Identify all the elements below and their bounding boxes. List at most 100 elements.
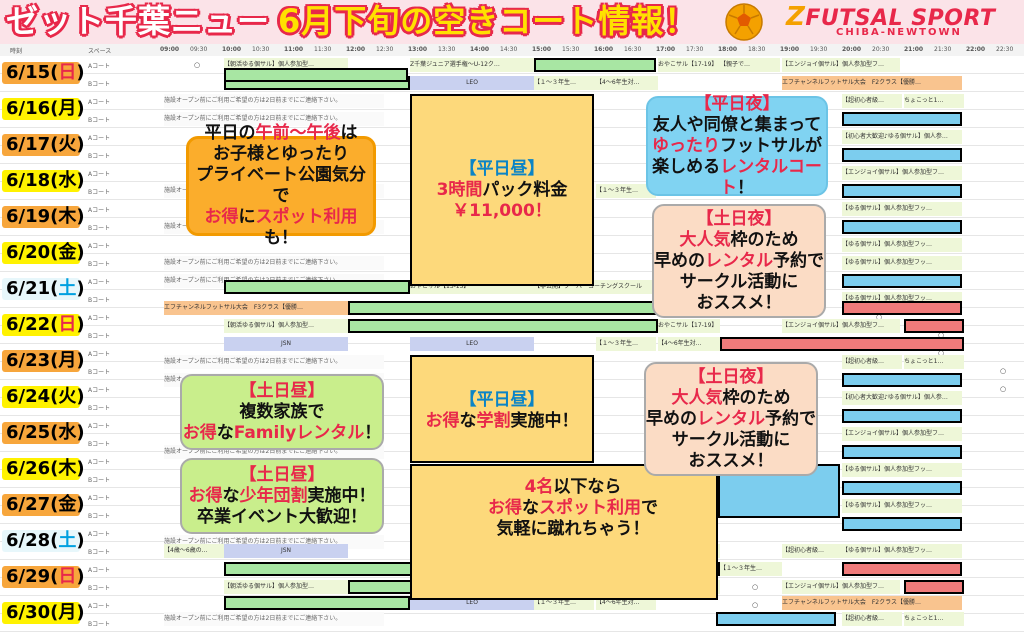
event-enjoy-0629[interactable]: 【エンジョイ個サル】個人参加型フ… — [782, 580, 900, 594]
open-slot-night-0627[interactable] — [842, 517, 962, 531]
event-f2-0629[interactable]: エフチャンネルフットサル大会 F2クラス【優勝… — [782, 596, 962, 610]
open-slot-0622c[interactable] — [904, 319, 964, 333]
open-slot-night-0626[interactable] — [842, 481, 962, 495]
time-0930: 09:30 — [190, 46, 208, 53]
time-1400: 14:00 — [470, 46, 490, 53]
event-super-0623[interactable]: 【超初心者級… — [842, 355, 902, 369]
event-oyako-0622[interactable]: おやこサル【17-19】 — [658, 319, 720, 333]
court-a-label: Aコート — [88, 99, 111, 106]
time-1830: 18:30 — [748, 46, 766, 53]
event-morning-0622[interactable]: 【朝活ゆる個サル】個人参加型… — [224, 319, 348, 333]
brand-name: FUTSAL SPORT — [805, 6, 996, 31]
event-chotto-0630[interactable]: ちょこっと1… — [904, 612, 964, 626]
promo-spot: 4名以下なら お得なスポット利用で 気軽に蹴れちゃう！ — [488, 476, 658, 539]
date-0620: 6/20(金) — [2, 242, 85, 264]
event-yuru-0619[interactable]: 【ゆる個サル】個人参加型フッ… — [842, 202, 962, 216]
open-slot-night-0624[interactable] — [842, 409, 962, 423]
open-slot-night-0625[interactable] — [842, 445, 962, 459]
event-junior-0615[interactable]: Z千葉ジュニア選手権～U-12ク… — [410, 58, 534, 72]
event-morning-0629[interactable]: 【朝活ゆる個サル】個人参加型… — [224, 580, 348, 594]
promo-weekday-noon: 【平日昼】 3時間パック料金 ￥11,000！ — [436, 158, 568, 221]
event-jsn-0622[interactable]: JSN — [224, 337, 348, 351]
open-slot-0629b[interactable] — [224, 596, 410, 610]
event-enjoy-0615[interactable]: 【エンジョイ個サル】個人参加型フ… — [782, 58, 900, 72]
event-grade46-0622[interactable]: 【4～6年生対… — [658, 337, 720, 351]
court-a-label: Aコート — [88, 423, 111, 430]
event-age46-0628[interactable]: 【4歳～6歳の… — [164, 544, 224, 558]
time-1500: 15:00 — [532, 46, 552, 53]
event-leo-0615[interactable]: LEO — [410, 76, 534, 90]
court-a-label: Aコート — [88, 63, 111, 70]
open-slot-night-0619[interactable] — [842, 220, 962, 234]
court-b-label: Bコート — [88, 369, 111, 376]
event-super-0616[interactable]: 【超初心者級… — [842, 94, 902, 108]
court-b-label: Bコート — [88, 441, 111, 448]
open-block-noon-3[interactable] — [410, 464, 718, 600]
time-1430: 14:30 — [500, 46, 518, 53]
court-b-label: Bコート — [88, 585, 111, 592]
event-beginner-0617[interactable]: 【初心者大歓迎♪ゆる個サル】個人参… — [842, 130, 962, 144]
notice-0616b: 施設オープン前にご利用ご希望の方は2日前までにご連絡下さい。 — [164, 112, 384, 126]
time-1930: 19:30 — [810, 46, 828, 53]
court-b-label: Bコート — [88, 297, 111, 304]
open-circle-mark: ○ — [752, 583, 759, 591]
event-grade13-0628[interactable]: 【１～３年生… — [720, 562, 782, 576]
event-yuru-0620b[interactable]: 【ゆる個サル】個人参加型フッ… — [842, 256, 962, 270]
date-0624: 6/24(火) — [2, 386, 85, 408]
open-slot-0615c[interactable] — [224, 68, 408, 82]
event-grade46-0615[interactable]: 【4～6年生対… — [596, 76, 658, 90]
court-a-label: Aコート — [88, 351, 111, 358]
court-b-label: Bコート — [88, 477, 111, 484]
event-yuru-0627[interactable]: 【ゆる個サル】個人参加型フッ… — [842, 499, 962, 513]
event-grade13-0615[interactable]: 【１～３年生… — [534, 76, 596, 90]
court-a-label: Aコート — [88, 387, 111, 394]
event-yuru-0628[interactable]: 【ゆる個サル】個人参加型フッ… — [842, 544, 962, 558]
event-yuru-0620[interactable]: 【ゆる個サル】個人参加型フッ… — [842, 238, 962, 252]
open-slot-0615a[interactable] — [534, 58, 656, 72]
open-slot-night-0621[interactable] — [842, 301, 962, 315]
date-0618: 6/18(水) — [2, 170, 85, 192]
event-enjoy-0622[interactable]: 【エンジョイ個サル】個人参加型フ… — [782, 319, 900, 333]
event-chotto-0623[interactable]: ちょこっと1… — [904, 355, 964, 369]
open-slot-night-0620[interactable] — [842, 274, 962, 288]
event-parent-0615[interactable]: 【親子で… — [720, 58, 780, 72]
event-f3-0621[interactable]: エフチャンネルフットサル大会 F3クラス【優勝… — [164, 301, 348, 315]
court-b-label: Bコート — [88, 513, 111, 520]
open-slot-night-0618[interactable] — [842, 184, 962, 198]
event-enjoy-0625[interactable]: 【エンジョイ個サル】個人参加型フ… — [842, 427, 962, 441]
row-divider — [0, 613, 1024, 614]
open-circle-mark: ○ — [938, 331, 945, 339]
court-a-label: Aコート — [88, 135, 111, 142]
event-grade13-0622[interactable]: 【１～３年生… — [596, 337, 656, 351]
time-1300: 13:00 — [408, 46, 428, 53]
event-super-0630[interactable]: 【超初心者級… — [842, 612, 902, 626]
open-slot-night-0630[interactable] — [716, 612, 836, 626]
court-b-label: Bコート — [88, 153, 111, 160]
event-super-0628[interactable]: 【超初心者級… — [782, 544, 842, 558]
open-slot-0622a[interactable] — [348, 319, 658, 333]
open-slot-night-0617[interactable] — [842, 148, 962, 162]
open-slot-0622b[interactable] — [720, 337, 964, 351]
date-0621: 6/21(土) — [2, 278, 85, 300]
open-slot-night-0616[interactable] — [842, 112, 962, 126]
event-f2-0615[interactable]: エフチャンネルフットサル大会 F2クラス【優勝… — [782, 76, 962, 90]
open-slot-0628c[interactable] — [842, 562, 962, 576]
event-yuru-0626[interactable]: 【ゆる個サル】個人参加型フッ… — [842, 463, 962, 477]
event-chotto-0616[interactable]: ちょこっと1… — [904, 94, 964, 108]
open-slot-0621b[interactable] — [348, 301, 658, 315]
date-0616: 6/16(月) — [2, 98, 85, 120]
open-slot-night-0623[interactable] — [842, 373, 962, 387]
promo-weekend-night-1: 【土日夜】 大人気枠のため 早めのレンタル予約で サークル活動に おススメ！ — [652, 204, 826, 318]
court-a-label: Aコート — [88, 495, 111, 502]
open-block-noon-1[interactable] — [410, 94, 594, 286]
event-leo-0622[interactable]: LEO — [410, 337, 534, 351]
event-grade13-0618[interactable]: 【１～３年生… — [596, 184, 656, 198]
event-enjoy-0618[interactable]: 【エンジョイ個サル】個人参加型フ… — [842, 166, 962, 180]
open-block-noon-2[interactable] — [410, 355, 594, 463]
open-slot-0621a[interactable] — [224, 280, 410, 294]
event-oyako-0615[interactable]: おやこサル【17-19】 — [658, 58, 720, 72]
event-beginner-0624[interactable]: 【初心者大歓迎♪ゆる個サル】個人参… — [842, 391, 962, 405]
open-slot-0629c[interactable] — [904, 580, 964, 594]
promo-weekend-night-2: 【土日夜】 大人気枠のため 早めのレンタル予約で サークル活動に おススメ！ — [644, 362, 818, 476]
event-jsn-0628[interactable]: JSN — [224, 544, 348, 558]
